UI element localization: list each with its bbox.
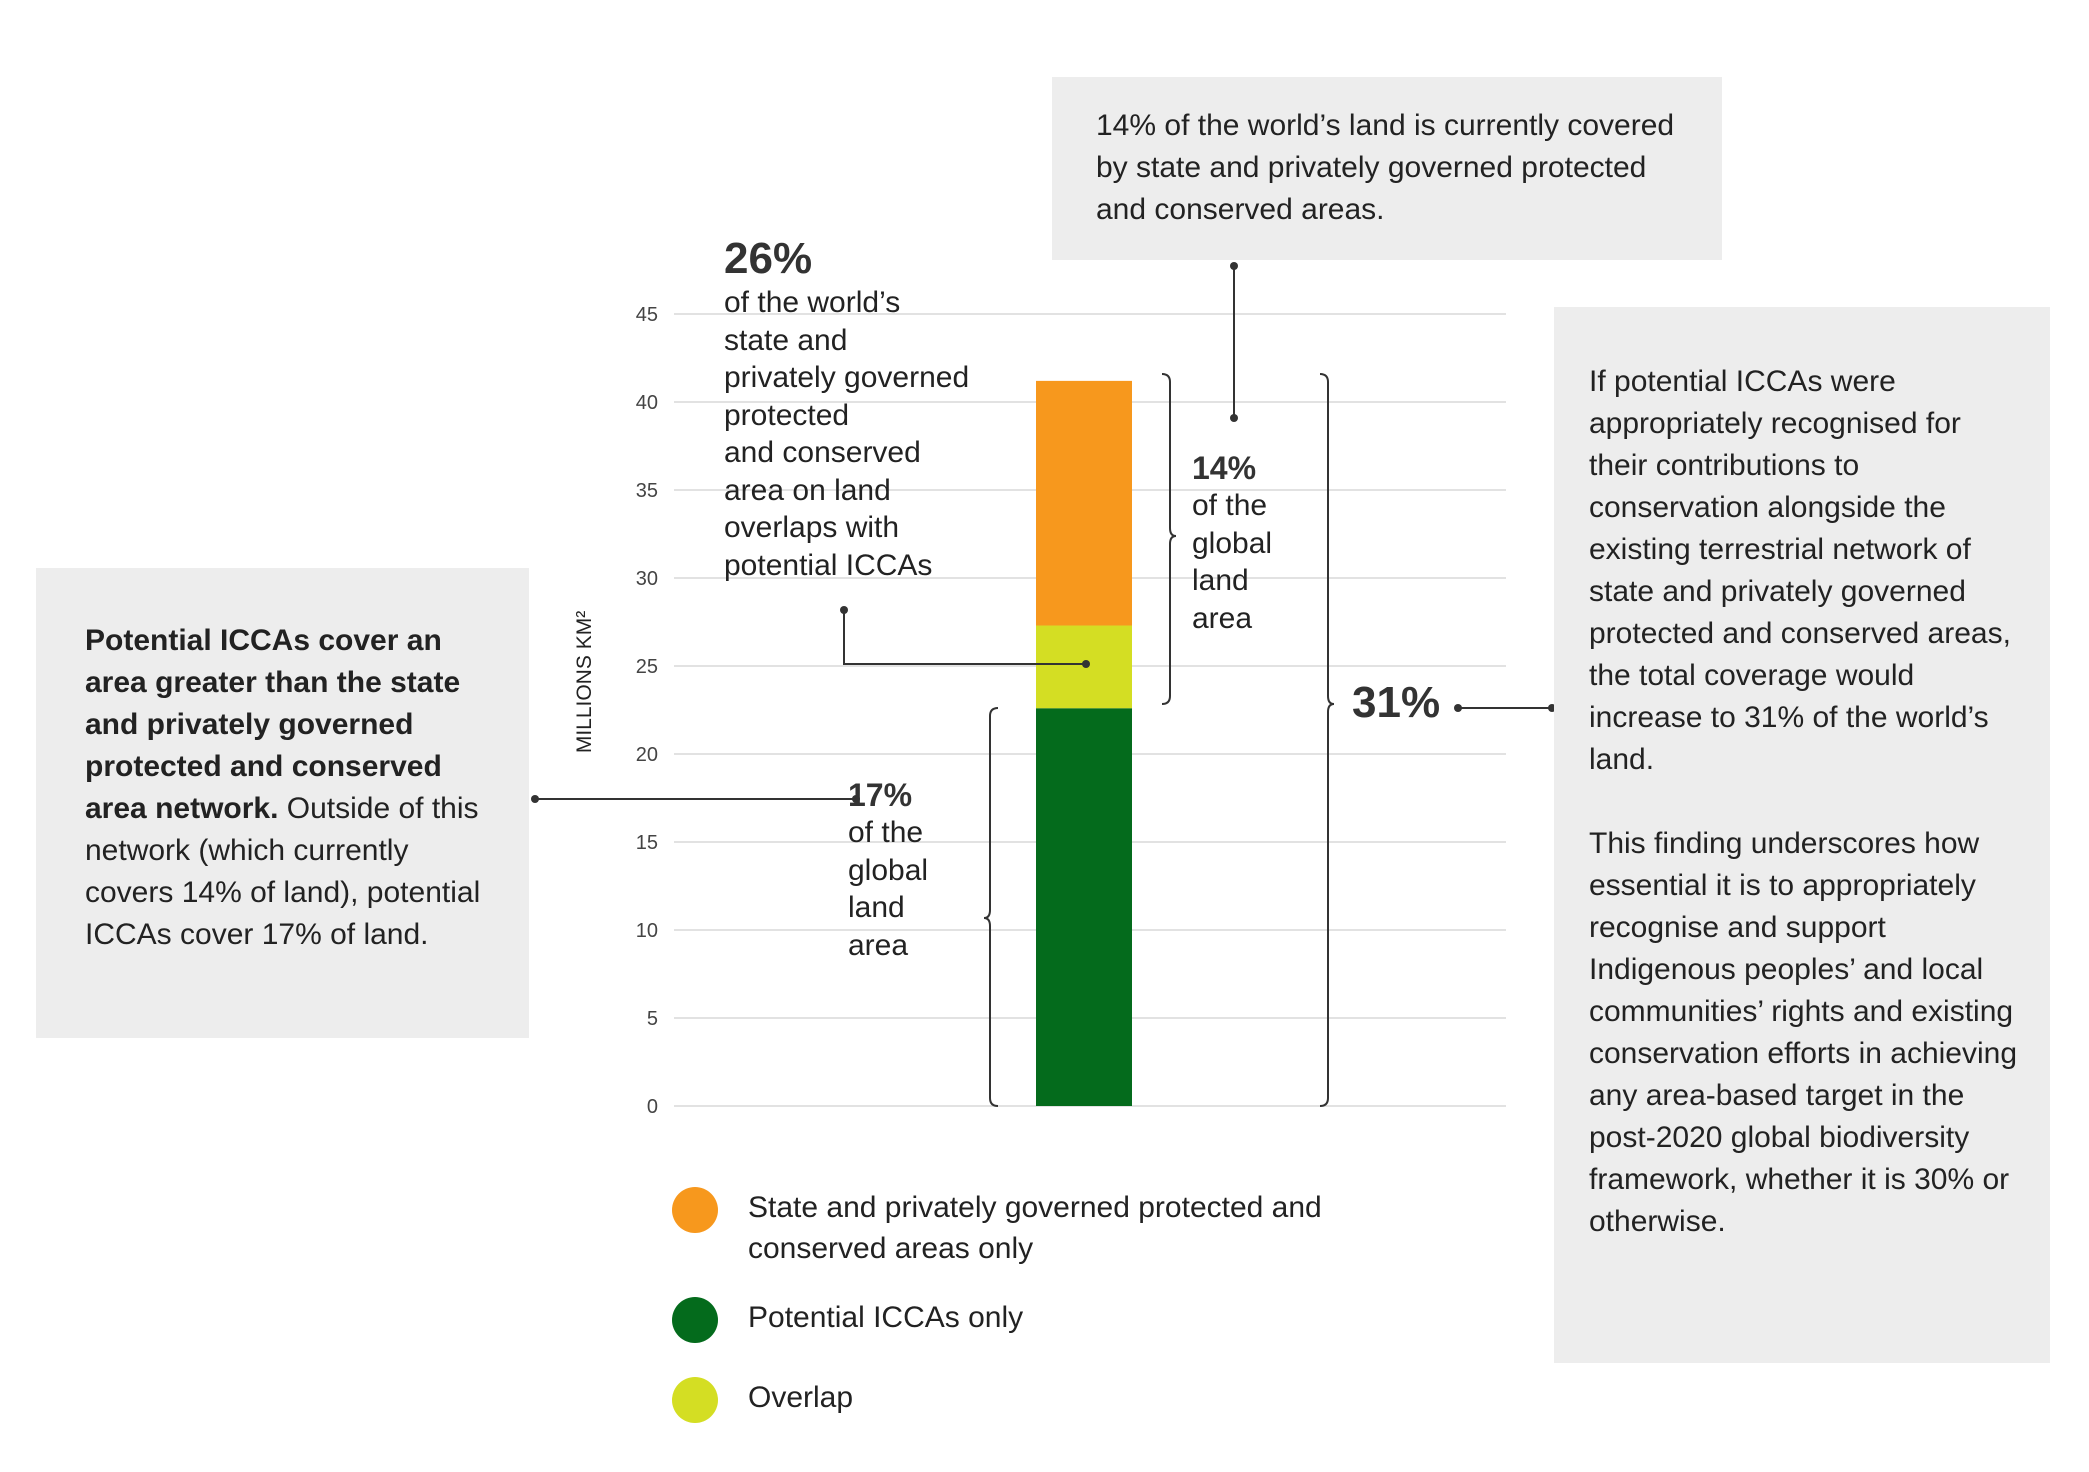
brace-network (1161, 373, 1177, 705)
y-tick-label-15: 15 (636, 832, 658, 854)
bar-segment-0 (1036, 708, 1132, 1106)
info-box-top-text: 14% of the world’s land is currently cov… (1096, 109, 1675, 226)
legend-swatch-icca-only (672, 1297, 718, 1343)
legend-swatch-state-private (672, 1187, 718, 1233)
annotation-network-text: of the global land area (1192, 489, 1273, 635)
info-box-top: 14% of the world’s land is currently cov… (1052, 77, 1722, 260)
annotation-icca-pct: 17% (848, 777, 913, 813)
annotation-overlap-pct: 26% (724, 234, 813, 283)
leader-top-box (1230, 262, 1238, 422)
legend-item-overlap: Overlap (672, 1377, 1368, 1423)
legend-item-state-private: State and privately governed protected a… (672, 1187, 1368, 1269)
y-tick-label-10: 10 (636, 920, 658, 942)
y-tick-labels: 0 5 10 15 20 25 30 35 40 45 (636, 304, 658, 1118)
info-box-left: Potential ICCAs cover an area greater th… (36, 568, 529, 1038)
legend-swatch-overlap (672, 1377, 718, 1423)
y-tick-label-45: 45 (636, 304, 658, 326)
annotation-total-pct: 31% (1352, 678, 1441, 727)
leader-overlap (840, 606, 1090, 668)
info-box-right: If potential ICCAs were appropriately re… (1554, 307, 2050, 1363)
leader-left-box (531, 795, 860, 803)
brace-total (1319, 373, 1335, 1107)
y-tick-label-5: 5 (647, 1008, 658, 1030)
annotation-overlap-text: of the world’s state and privately gover… (724, 286, 970, 582)
info-box-right-paragraph-1: If potential ICCAs were appropriately re… (1589, 365, 2011, 776)
legend-label-icca-only: Potential ICCAs only (748, 1301, 1024, 1334)
info-box-left-text: Potential ICCAs cover an area greater th… (85, 620, 499, 956)
stacked-bar (1036, 380, 1132, 1106)
brace-icca-only (983, 707, 999, 1107)
y-tick-label-40: 40 (636, 392, 658, 414)
info-box-left-bold: Potential ICCAs cover an area greater th… (85, 624, 461, 825)
annotation-network: 14% of the global land area (1192, 449, 1312, 637)
legend-item-icca-only: Potential ICCAs only (672, 1297, 1368, 1343)
leader-right-box (1454, 704, 1556, 712)
annotation-overlap: 26% of the world’s state and privately g… (724, 234, 1024, 584)
annotation-network-pct: 14% (1192, 450, 1257, 486)
info-box-right-paragraph-2: This finding underscores how essential i… (1589, 827, 2018, 1238)
y-tick-label-35: 35 (636, 480, 658, 502)
annotation-icca-text: of the global land area (848, 816, 929, 962)
info-box-left-rest: Outside of this network (which currently… (85, 792, 481, 951)
y-tick-label-30: 30 (636, 568, 658, 590)
y-tick-label-20: 20 (636, 744, 658, 766)
y-tick-label-25: 25 (636, 656, 658, 678)
y-axis-label: MILLIONS KM² (573, 611, 596, 753)
bar-segment-2 (1036, 380, 1132, 626)
y-tick-label-0: 0 (647, 1096, 658, 1118)
legend-label-state-private: State and privately governed protected a… (748, 1191, 1322, 1265)
legend-label-overlap: Overlap (748, 1381, 854, 1414)
annotation-icca: 17% of the global land area (848, 776, 968, 964)
